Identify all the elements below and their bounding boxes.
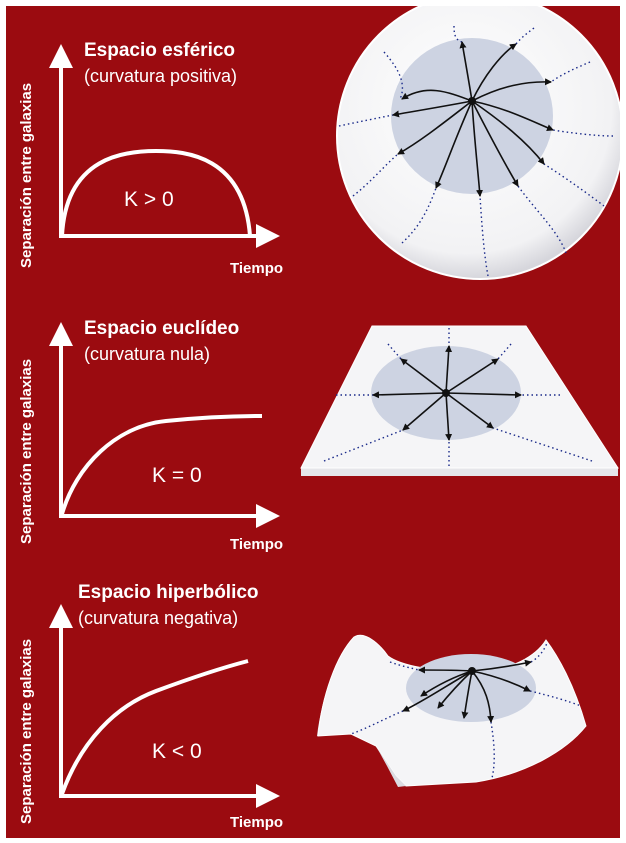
y-axis-label: Separación entre galaxias	[18, 82, 35, 268]
curve-spherical	[60, 148, 252, 237]
x-axis-label: Tiempo	[230, 814, 284, 831]
curvature-label: K > 0	[124, 188, 174, 211]
x-axis-label: Tiempo	[230, 536, 284, 553]
y-axis-label: Separación entre galaxias	[18, 638, 35, 824]
graph-2	[49, 322, 280, 528]
curvature-label: K < 0	[152, 740, 202, 763]
y-axis-label: Separación entre galaxias	[18, 358, 35, 544]
saddle-illustration	[317, 634, 587, 787]
graph-1	[49, 44, 280, 248]
sphere-highlight	[391, 38, 553, 194]
panel-subtitle: (curvatura positiva)	[84, 66, 238, 86]
cosmic-geometry-figure: Espacio esférico (curvatura positiva) Se…	[6, 6, 620, 838]
curvature-label: K = 0	[152, 464, 202, 487]
graph-3	[49, 604, 280, 808]
panel-subtitle: (curvatura negativa)	[78, 608, 239, 628]
panel-title: Espacio euclídeo	[84, 318, 240, 339]
plane-origin-point	[442, 389, 450, 397]
sphere-origin-point	[468, 97, 476, 105]
panel-subtitle: (curvatura nula)	[84, 344, 211, 364]
panel-title: Espacio hiperbólico	[78, 582, 259, 603]
curve-euclidean	[60, 414, 263, 515]
plane-illustration	[300, 325, 619, 476]
diagram-graphics	[49, 6, 620, 808]
x-axis-label: Tiempo	[230, 260, 284, 277]
panel-title: Espacio esférico	[84, 40, 236, 61]
sphere-illustration	[336, 6, 620, 280]
saddle-origin-point	[468, 667, 476, 675]
curve-hyperbolic	[60, 659, 249, 795]
